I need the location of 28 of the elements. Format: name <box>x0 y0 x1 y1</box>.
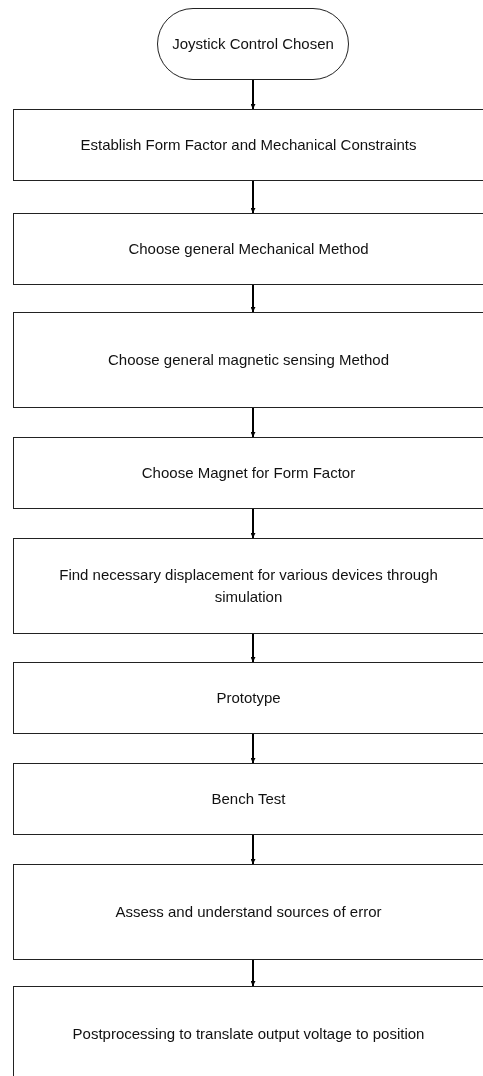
arrow <box>250 79 256 110</box>
process-box <box>13 763 483 835</box>
node-text: Establish Form Factor and Mechanical Constraints <box>80 135 417 156</box>
node-text: Assess and understand sources of error <box>115 902 382 923</box>
node-text: Postprocessing to translate output voltage to position <box>72 1024 425 1045</box>
node-text: Joystick Control Chosen <box>172 34 334 55</box>
arrow <box>250 834 256 865</box>
process-box <box>13 109 483 181</box>
arrow <box>250 407 256 438</box>
node-text: Choose Magnet for Form Factor <box>141 463 356 484</box>
node-text: Choose general Mechanical Method <box>128 239 369 260</box>
process-box <box>13 538 483 634</box>
arrow <box>250 284 256 313</box>
process-box <box>13 986 483 1076</box>
arrow <box>250 180 256 214</box>
node-text: Bench Test <box>211 789 286 810</box>
node-text: Prototype <box>216 688 281 709</box>
process-box <box>13 312 483 408</box>
process-box <box>13 864 483 960</box>
node-text: Find necessary displacement for various devices through simulation <box>58 565 439 607</box>
arrow <box>250 733 256 764</box>
arrow <box>250 508 256 539</box>
process-box <box>13 213 483 285</box>
arrow <box>250 633 256 663</box>
node-text: Choose general magnetic sensing Method <box>108 350 389 371</box>
arrow <box>250 959 256 987</box>
process-box <box>13 437 483 509</box>
process-box <box>13 662 483 734</box>
